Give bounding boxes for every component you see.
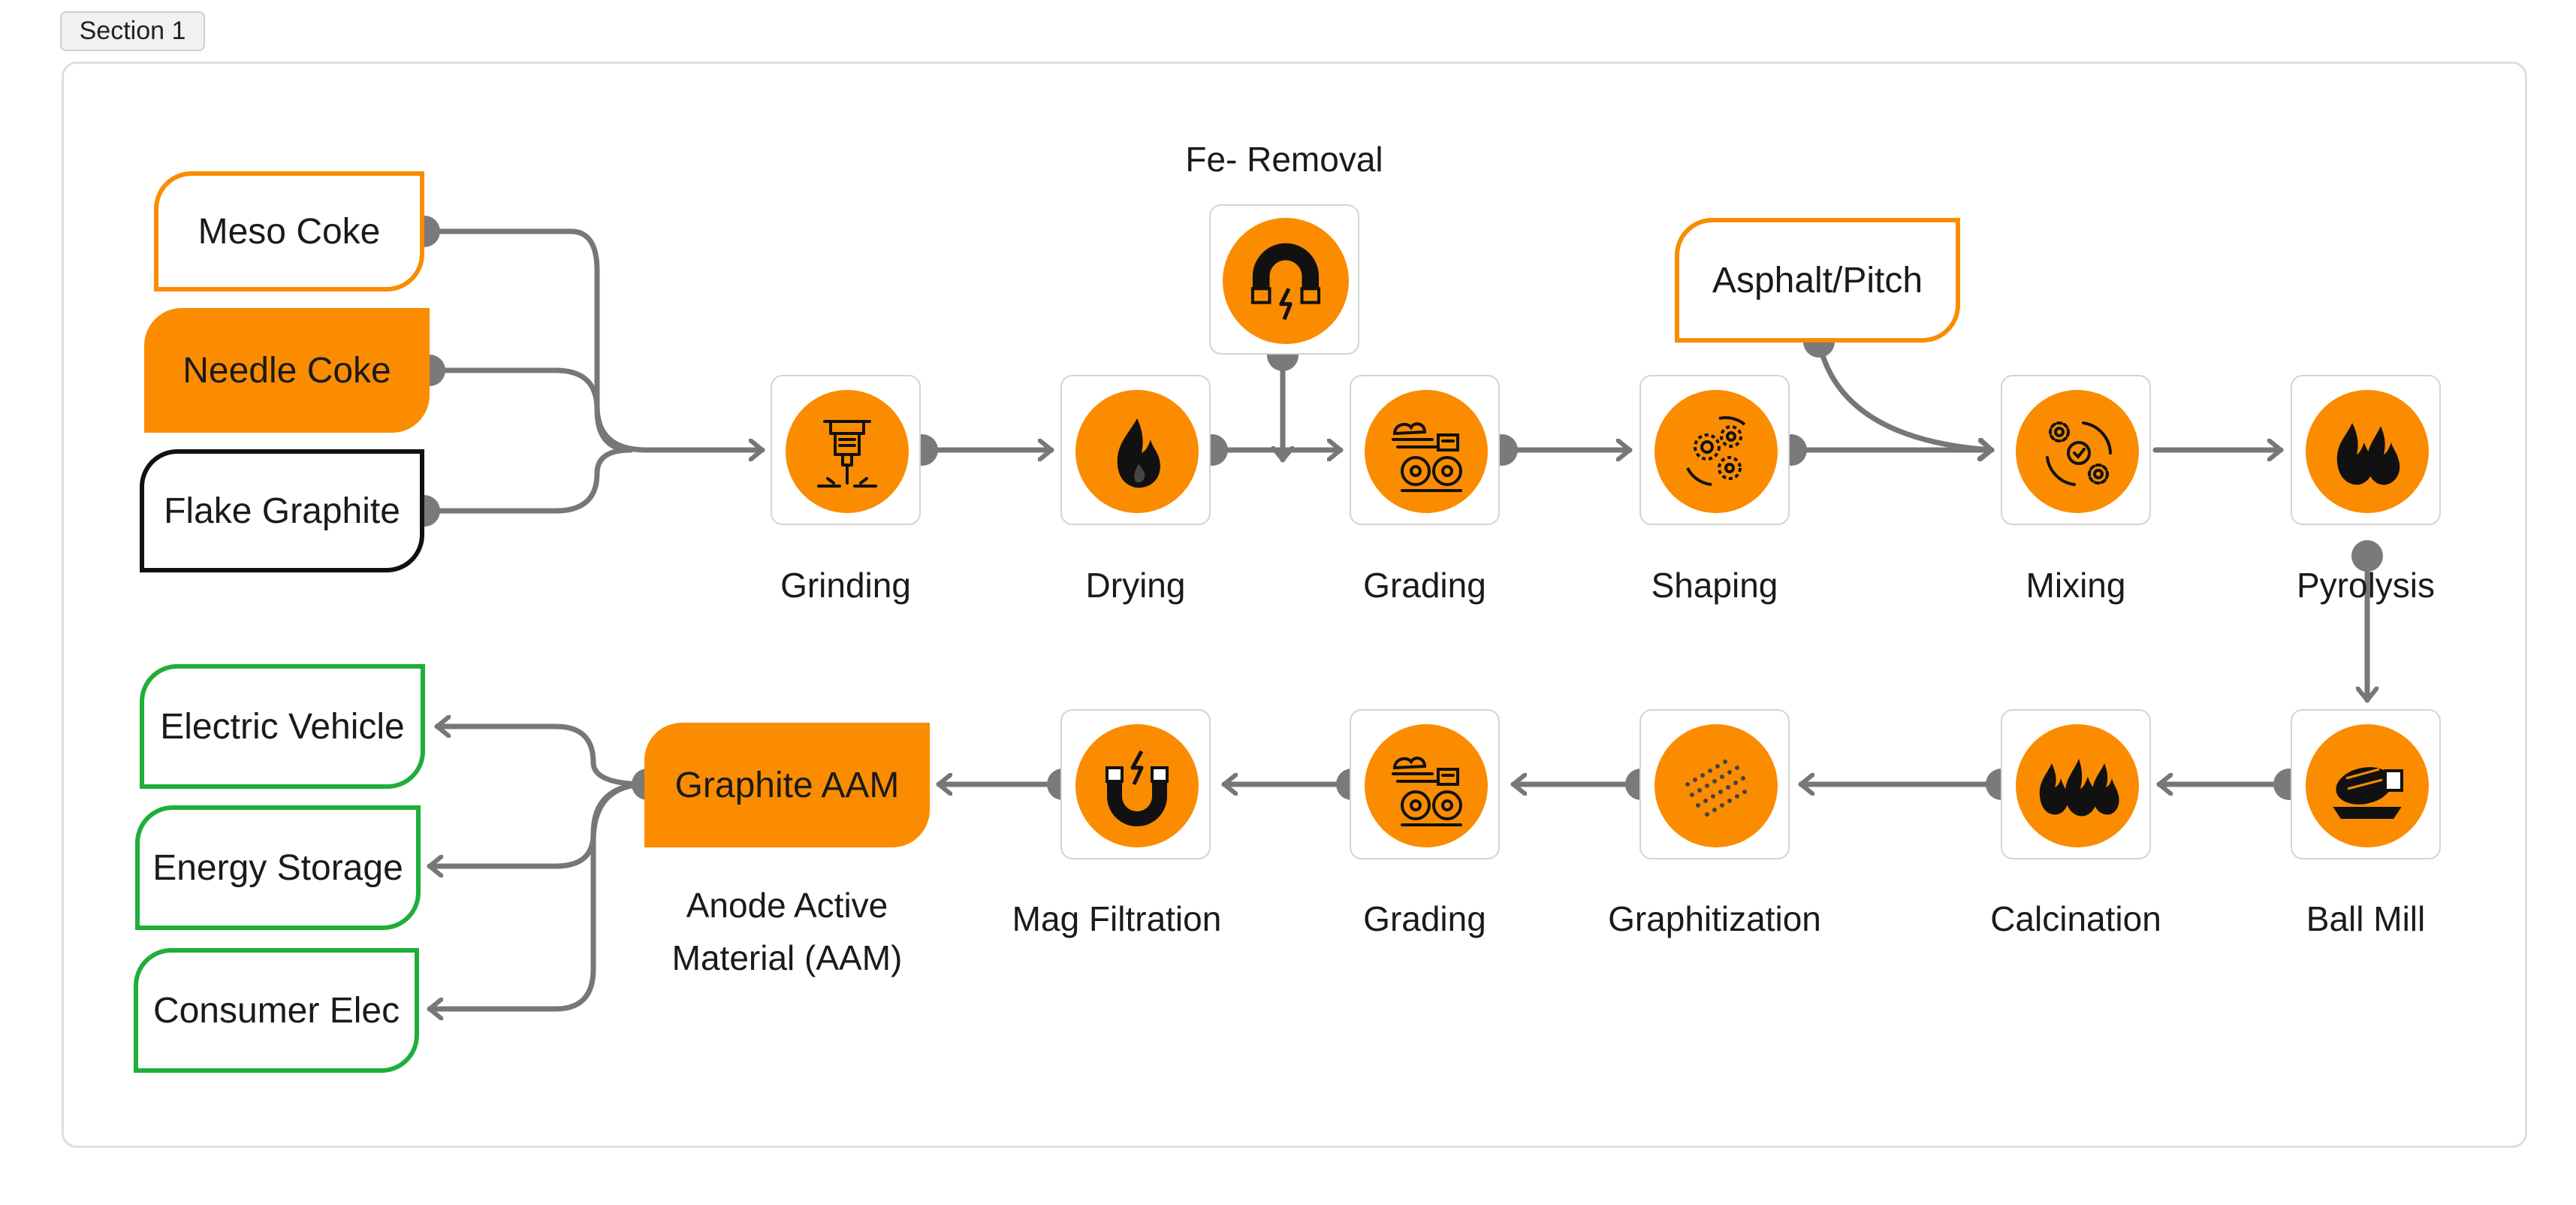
calcination-disc — [2016, 724, 2139, 847]
fe-removal-disc — [1223, 218, 1349, 344]
input-flake-graphite-label: Flake Graphite — [164, 491, 400, 531]
output-electric-vehicle-label: Electric Vehicle — [160, 706, 405, 747]
ball-mill-disc — [2306, 724, 2429, 847]
magnet-icon — [1106, 750, 1169, 826]
product-caption-line2: Material (AAM) — [671, 938, 903, 977]
wire-meso-coke — [421, 228, 765, 450]
product-graphite-aam[interactable]: Graphite AAM — [644, 723, 930, 847]
product-caption-line1: Anode Active — [686, 886, 888, 925]
wire-product-ev — [434, 726, 650, 787]
particles-icon — [1685, 760, 1747, 817]
node-calcination[interactable] — [2001, 709, 2151, 859]
label-grading-top: Grading — [1363, 566, 1486, 605]
drying-disc — [1075, 390, 1199, 513]
wire-asphalt-mixing — [1816, 339, 1995, 450]
input-asphalt-pitch[interactable]: Asphalt/Pitch — [1675, 218, 1960, 343]
mixing-cycle-icon — [2046, 421, 2112, 486]
node-drying[interactable] — [1060, 375, 1211, 525]
fe-removal-label: Fe- Removal — [1185, 140, 1383, 179]
output-consumer-elec[interactable]: Consumer Elec — [134, 948, 419, 1073]
node-mixing[interactable] — [2001, 375, 2151, 525]
double-flame-icon — [2336, 423, 2400, 485]
label-pyrolysis: Pyrolysis — [2296, 566, 2436, 605]
input-meso-coke-label: Meso Coke — [198, 211, 381, 252]
input-asphalt-pitch-label: Asphalt/Pitch — [1712, 260, 1923, 300]
output-energy-storage[interactable]: Energy Storage — [135, 805, 421, 930]
wire-product-storage — [427, 781, 650, 866]
grading-machine-icon — [1392, 757, 1462, 826]
label-grading-bottom: Grading — [1363, 899, 1486, 938]
magnet-icon — [1250, 243, 1321, 321]
node-graphitization[interactable] — [1639, 709, 1790, 859]
node-shaping[interactable] — [1639, 375, 1790, 525]
label-grinding: Grinding — [780, 566, 911, 605]
input-meso-coke[interactable]: Meso Coke — [154, 171, 424, 291]
label-mixing: Mixing — [2026, 566, 2126, 605]
label-mag-filtration: Mag Filtration — [1012, 899, 1222, 938]
output-electric-vehicle[interactable]: Electric Vehicle — [140, 664, 425, 789]
port-dot — [2351, 540, 2383, 572]
section-tab[interactable]: Section 1 — [60, 11, 205, 51]
grading-top-disc — [1365, 390, 1488, 513]
grinding-disc — [786, 390, 909, 513]
node-ball-mill[interactable] — [2291, 709, 2441, 859]
node-grading-bottom[interactable] — [1350, 709, 1500, 859]
grading-machine-icon — [1392, 422, 1462, 492]
grading-bottom-disc — [1365, 724, 1488, 847]
output-energy-storage-label: Energy Storage — [152, 847, 403, 888]
input-needle-coke-label: Needle Coke — [182, 350, 391, 391]
flame-icon — [1117, 418, 1160, 488]
fe-removal-node[interactable] — [1209, 204, 1359, 355]
pyrolysis-disc — [2306, 390, 2429, 513]
product-graphite-aam-label: Graphite AAM — [674, 765, 900, 805]
node-grading-top[interactable] — [1350, 375, 1500, 525]
jackhammer-icon — [817, 420, 877, 488]
node-grinding[interactable] — [771, 375, 921, 525]
graphitization-disc — [1654, 724, 1778, 847]
gears-icon — [1686, 416, 1746, 486]
ball-mill-icon — [2333, 767, 2403, 819]
label-graphitization: Graphitization — [1608, 899, 1821, 938]
node-pyrolysis[interactable] — [2291, 375, 2441, 525]
wire-product-consumer — [427, 781, 650, 1009]
label-ball-mill: Ball Mill — [2306, 899, 2426, 938]
input-needle-coke[interactable]: Needle Coke — [144, 308, 430, 433]
output-consumer-elec-label: Consumer Elec — [152, 990, 400, 1031]
label-shaping: Shaping — [1651, 566, 1778, 605]
label-drying: Drying — [1085, 566, 1186, 605]
wire-needle-coke — [425, 367, 634, 453]
shaping-disc — [1654, 390, 1778, 513]
label-calcination: Calcination — [1990, 899, 2161, 938]
node-mag-filtration[interactable] — [1060, 709, 1211, 859]
triple-flame-icon — [2039, 759, 2119, 817]
wire-flake-graphite — [421, 447, 634, 514]
input-flake-graphite[interactable]: Flake Graphite — [140, 449, 424, 572]
mixing-disc — [2016, 390, 2139, 513]
mag-filtration-disc — [1075, 724, 1199, 847]
